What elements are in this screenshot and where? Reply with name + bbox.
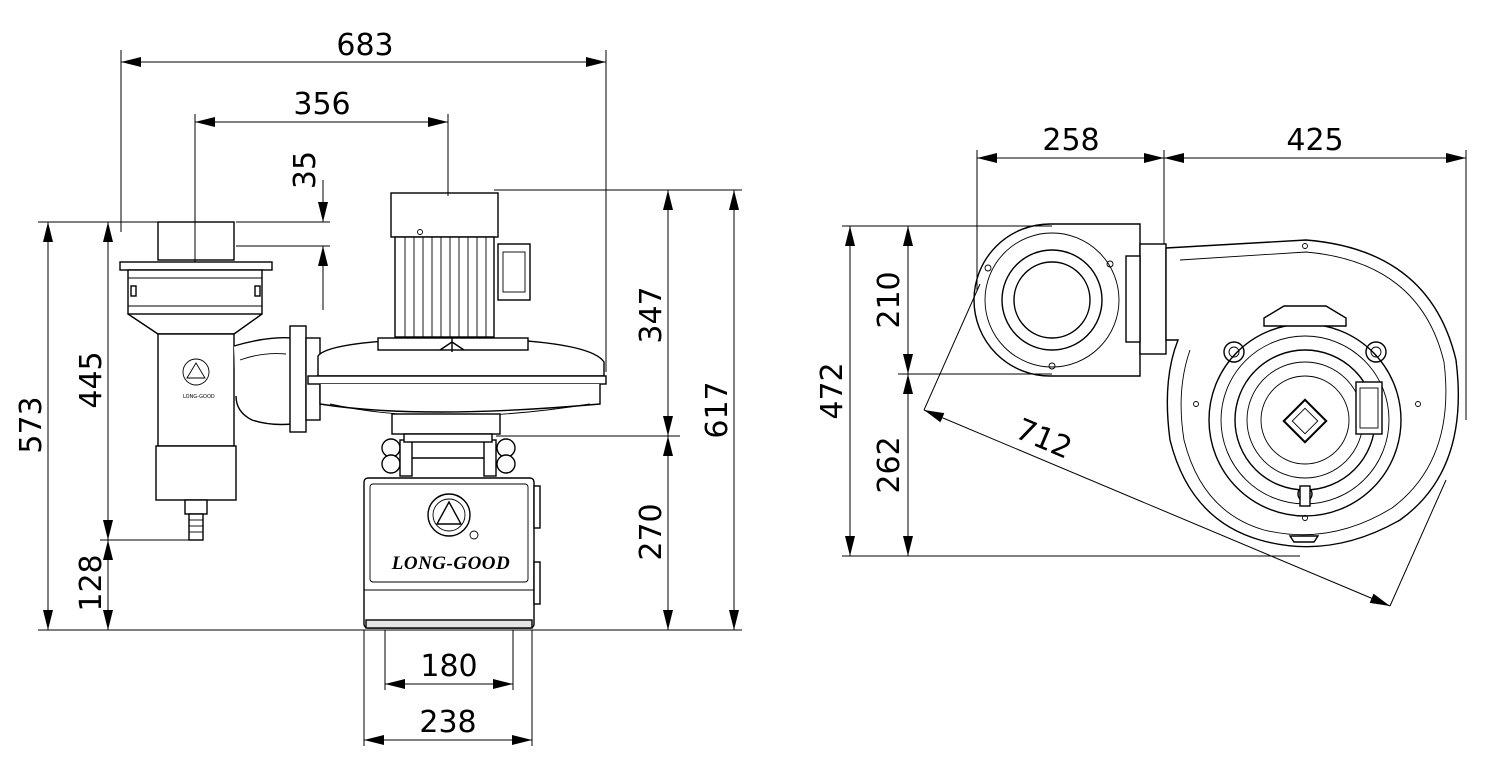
dim-180: 180 [420,649,477,684]
dim-262: 262 [872,436,907,493]
dim-347: 347 [634,286,669,343]
dim-35: 35 [288,151,323,189]
dim-258: 258 [1042,123,1099,158]
dim-210: 210 [872,271,907,328]
dim-617: 617 [700,381,735,438]
dim-445: 445 [74,351,109,408]
svg-text:LONG-GOOD: LONG-GOOD [183,394,215,400]
drain-column: LONG-GOOD [155,333,237,541]
blower-housing [307,330,607,435]
dim-425: 425 [1286,123,1343,158]
inlet-flange [973,223,1167,377]
scroll-housing [1165,239,1459,548]
dim-683: 683 [336,28,393,63]
dim-128: 128 [74,554,109,611]
front-dimensions: 683 356 35 347 270 617 [14,28,742,746]
dim-472: 472 [815,362,850,419]
side-view: 258 425 210 262 472 712 [815,123,1467,607]
control-box: LONG-GOOD [363,477,541,629]
dim-712: 712 [1011,412,1077,466]
inlet-cap [119,221,273,335]
dim-356: 356 [293,87,350,122]
dim-238: 238 [419,705,476,740]
dim-573: 573 [14,396,49,453]
front-view: LONG-GOOD [14,28,742,746]
elbow-duct [233,325,321,433]
motor [390,192,531,338]
brand-label: LONG-GOOD [391,553,510,574]
dim-270: 270 [634,503,669,560]
clamp-knobs [381,433,516,477]
